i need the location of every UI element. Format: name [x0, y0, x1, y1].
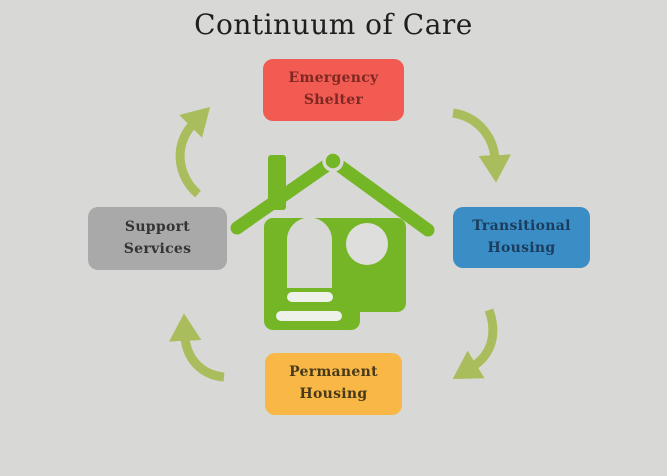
node-permanent-housing: Permanent Housing: [265, 353, 402, 415]
house-icon: [230, 140, 440, 345]
node-label-line: Services: [123, 240, 192, 257]
diagram-title: Continuum of Care: [194, 8, 473, 41]
curved-arrow-icon: [452, 308, 498, 379]
curved-arrow-icon: [169, 313, 225, 382]
node-label-line: Emergency: [288, 70, 379, 87]
node-label-line: Shelter: [303, 92, 364, 108]
node-label-line: Support: [124, 218, 191, 235]
node-label-line: Housing: [487, 239, 556, 256]
node-label-line: Transitional: [472, 217, 571, 234]
curved-arrow-icon: [175, 106, 211, 198]
node-emergency-shelter: Emergency Shelter: [263, 59, 404, 121]
node-transitional-housing: Transitional Housing: [453, 207, 590, 268]
node-support-services: Support Services: [88, 207, 227, 270]
node-label-line: Permanent: [289, 364, 378, 381]
curved-arrow-icon: [452, 108, 511, 183]
node-label-line: Housing: [299, 386, 368, 402]
